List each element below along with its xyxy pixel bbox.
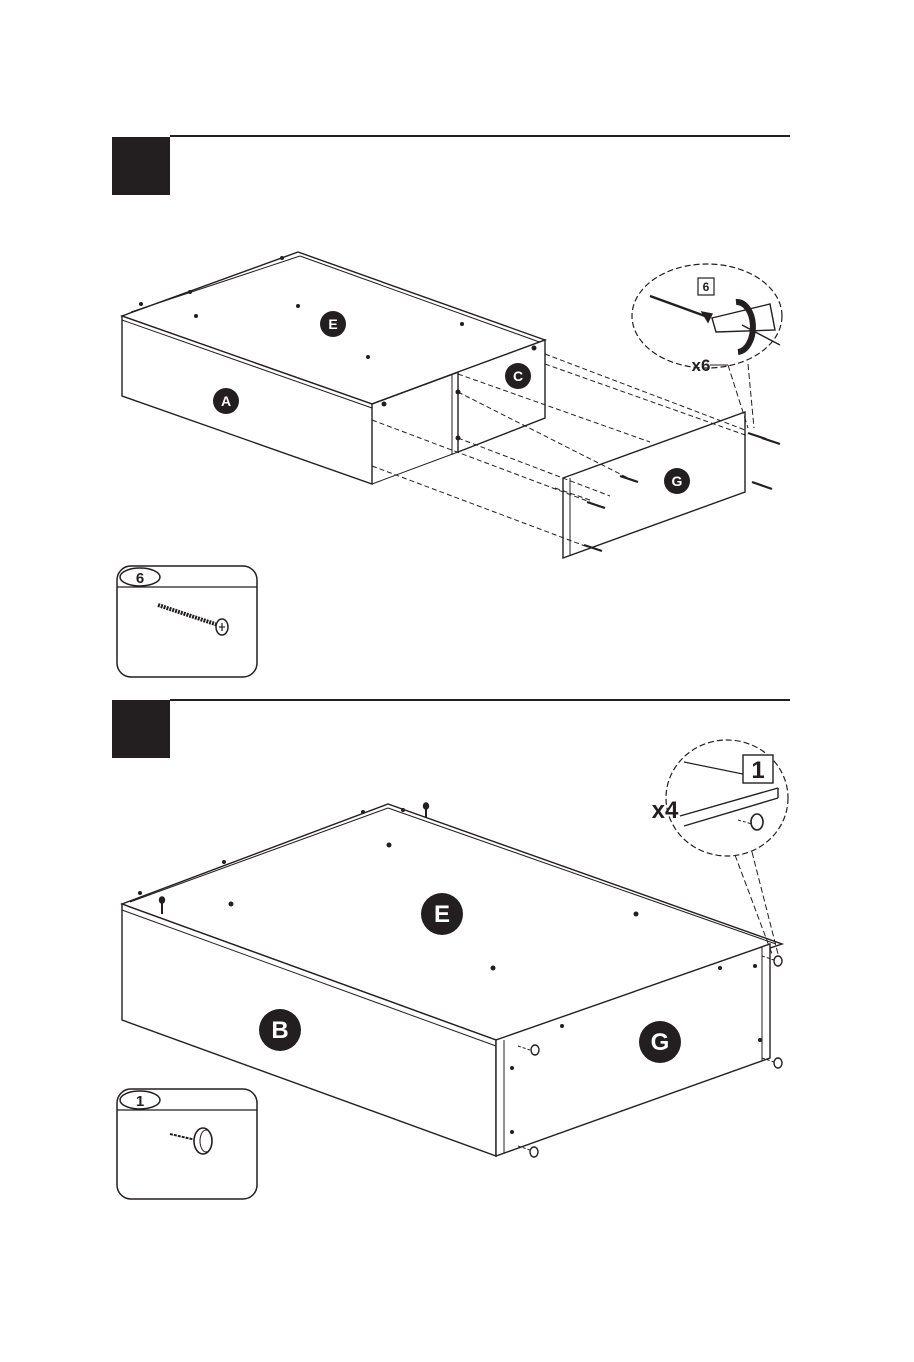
panel-label-e: E bbox=[421, 893, 463, 935]
callout-leader bbox=[748, 364, 754, 428]
panel-label-b-text: B bbox=[271, 1017, 288, 1044]
panel-label-g: G bbox=[664, 468, 690, 494]
panel-label-g-text: G bbox=[651, 1029, 670, 1056]
step-2-header-rule bbox=[170, 699, 790, 701]
panel-label-a-text: A bbox=[221, 393, 231, 409]
step-1-parts-box: 6 bbox=[117, 566, 257, 677]
panel-label-b: B bbox=[259, 1009, 301, 1051]
step-1-callout-labels: 6 x6 bbox=[692, 278, 714, 375]
step-2-number-block bbox=[112, 700, 170, 758]
parts-box-number: 6 bbox=[136, 570, 144, 587]
wood-screw-icon bbox=[650, 296, 712, 322]
panel-label-e-text: E bbox=[328, 316, 337, 332]
parts-box-number: 1 bbox=[136, 1093, 144, 1110]
step-2-parts-box: 1 bbox=[117, 1089, 257, 1199]
panel-c-edge bbox=[372, 452, 458, 484]
panel-label-c-text: C bbox=[513, 368, 523, 384]
callout-part-number: 1 bbox=[751, 757, 764, 784]
cam-bolt-icon bbox=[738, 814, 763, 830]
panel-label-g: G bbox=[639, 1021, 681, 1063]
panel-label-g-text: G bbox=[672, 473, 683, 489]
panel-g-end bbox=[563, 412, 745, 558]
panel-label-e: E bbox=[320, 311, 346, 337]
panel-label-e-text: E bbox=[434, 901, 450, 928]
callout-part-number: 6 bbox=[703, 280, 710, 294]
panel-label-a: A bbox=[213, 388, 239, 414]
callout-quantity: x6 bbox=[692, 356, 711, 375]
panel-label-c: C bbox=[505, 363, 531, 389]
callout-quantity: x4 bbox=[652, 797, 679, 824]
